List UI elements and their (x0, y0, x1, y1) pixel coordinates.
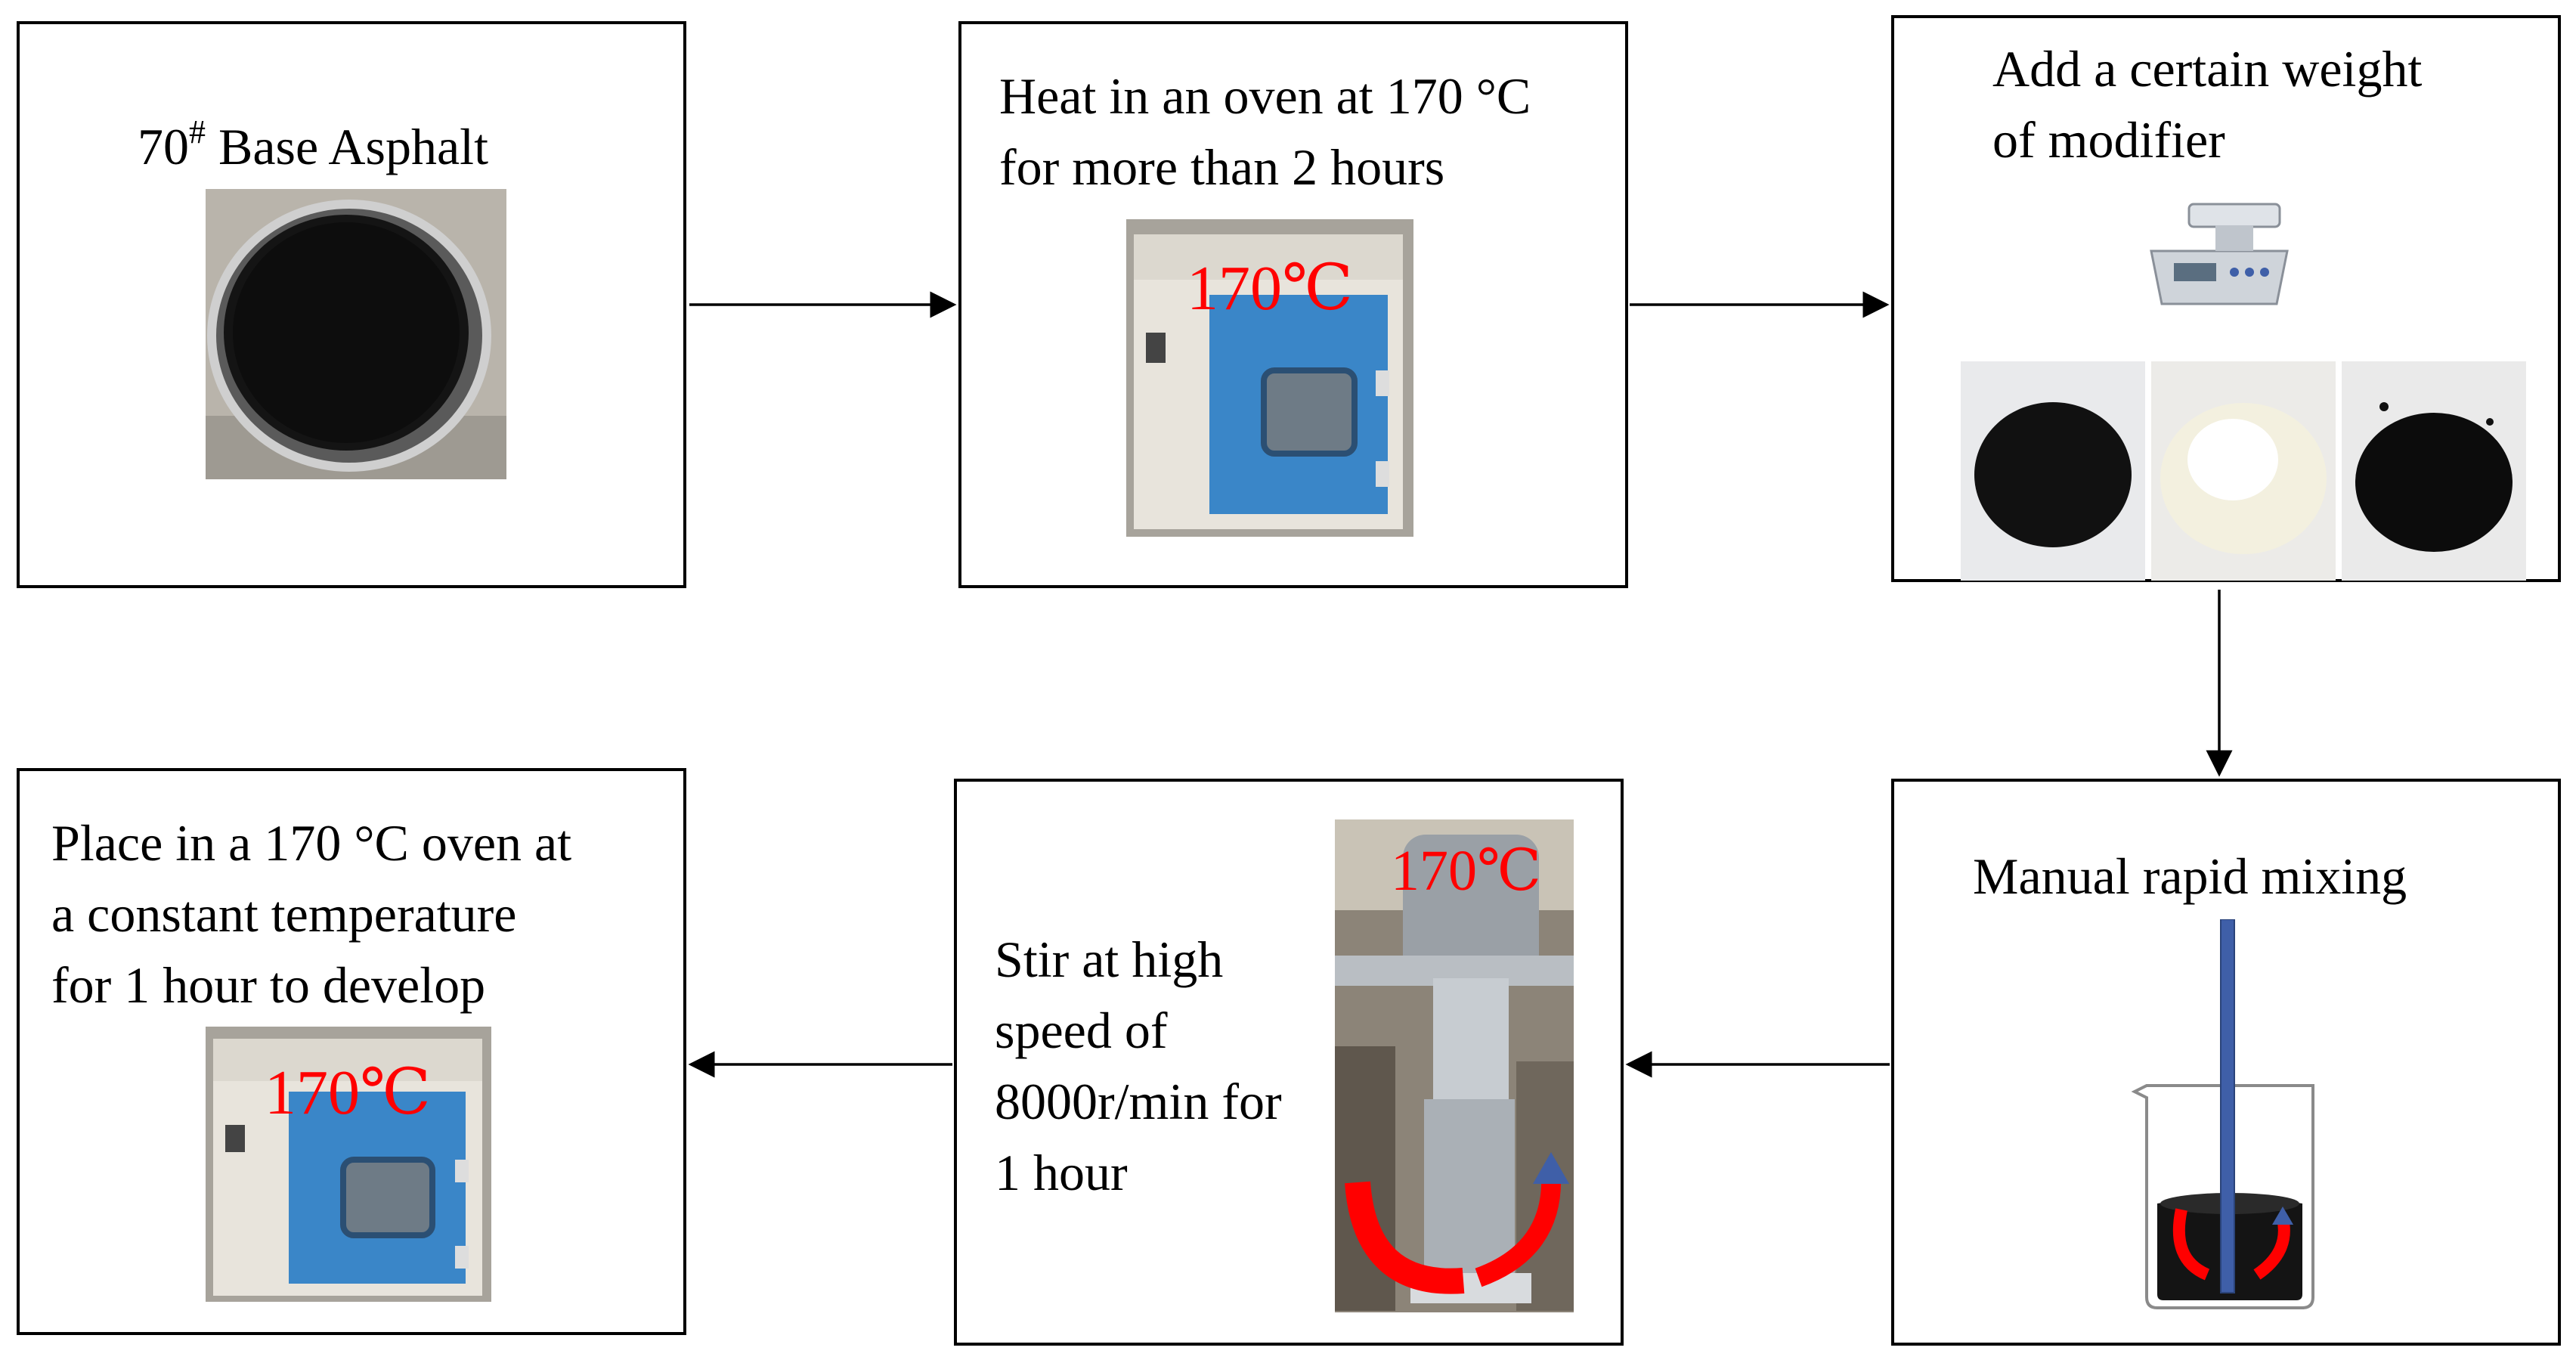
modifier-powders-photo (1961, 361, 2526, 581)
step-text-add-modifier-line-1: Add a certain weight (1992, 40, 2423, 98)
step-text-develop-line-3: for 1 hour to develop (51, 956, 486, 1014)
oven-photo-2 (206, 1027, 491, 1302)
oven-temperature-label-1: 170℃ (1187, 253, 1353, 324)
step-text-stir-line-3: 8000r/min for (995, 1073, 1282, 1130)
step-text-stir-line-4: 1 hour (995, 1144, 1128, 1201)
oven-photo-1 (1126, 219, 1413, 537)
scale-photo (2144, 198, 2295, 308)
oven-temperature-label-2: 170℃ (265, 1058, 431, 1128)
beaker-mixing-illustration (2131, 919, 2314, 1309)
mixer-temperature-label: 170℃ (1391, 839, 1542, 903)
step-text-manual-mixing: Manual rapid mixing (1973, 847, 2407, 905)
step-text-stir-line-1: Stir at high (995, 931, 1224, 988)
high-shear-mixer-photo (1335, 819, 1574, 1312)
step-text-stir-line-2: speed of (995, 1002, 1168, 1059)
step-text-develop-line-1: Place in a 170 °C oven at (51, 814, 572, 872)
step-text-heat-oven-line-1: Heat in an oven at 170 °C (999, 67, 1531, 125)
step-text-develop-line-2: a constant temperature (51, 885, 517, 943)
step-text-heat-oven-line-2: for more than 2 hours (999, 138, 1445, 196)
asphalt-bucket-photo (206, 189, 506, 479)
step-text-add-modifier-line-2: of modifier (1992, 111, 2225, 169)
step-text-base-asphalt: 70# Base Asphalt (138, 113, 488, 175)
